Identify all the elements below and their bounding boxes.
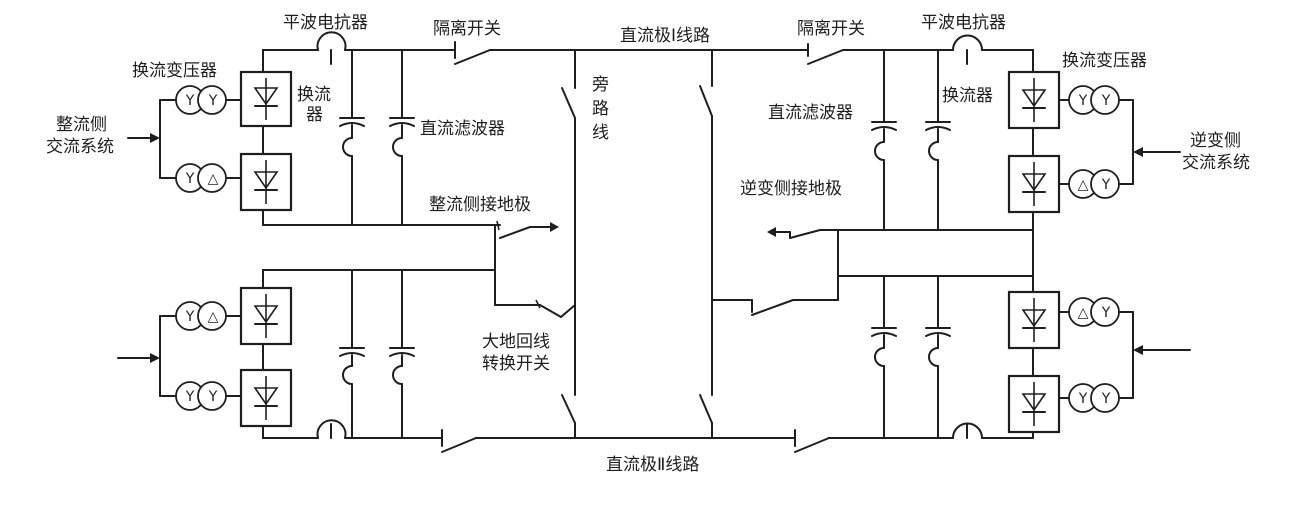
svg-text:Y: Y [1101, 177, 1111, 193]
label-rectifier-ac-2: 交流系统 [46, 137, 114, 157]
valve-right-1 [1007, 70, 1061, 130]
label-inverter-ac-1: 逆变侧 [1190, 131, 1241, 151]
transformer-right-1: Y Y [1068, 85, 1120, 115]
label-disconnect-switch-left: 隔离开关 [433, 19, 501, 39]
svg-text:Y: Y [1078, 93, 1088, 109]
label-mrtb-1: 大地回线 [482, 332, 550, 352]
label-rectifier-ground: 整流侧接地极 [429, 195, 531, 215]
transformer-right-4: Y Y [1068, 383, 1120, 413]
svg-text:Y: Y [1101, 305, 1111, 321]
label-smoothing-reactor-left: 平波电抗器 [283, 13, 368, 33]
smoothing-reactor-right-bottom [952, 422, 983, 439]
svg-text:△: △ [1078, 177, 1089, 193]
valve-right-3 [1007, 290, 1061, 350]
transformer-left-1: Y Y [175, 85, 227, 115]
svg-text:Y: Y [208, 93, 218, 109]
label-dc-filter-left: 直流滤波器 [420, 119, 505, 139]
rectifier-ac-bus-bottom [117, 315, 242, 397]
label-rectifier-ac-1: 整流侧 [56, 115, 107, 135]
disconnect-switch-right-bottom [794, 429, 830, 453]
disconnect-switch-left-top [454, 41, 491, 65]
smoothing-reactor-left-top [316, 31, 347, 65]
metallic-return-transfer-switch [535, 299, 562, 318]
label-disconnect-switch-right: 隔离开关 [797, 19, 865, 39]
svg-text:Y: Y [1078, 391, 1088, 407]
transformer-left-2: Y △ [175, 163, 227, 193]
dc-filter-right-bottom-a [871, 275, 897, 439]
dc-filter-right-top-b [925, 49, 951, 231]
svg-text:Y: Y [185, 93, 195, 109]
valve-left-1 [239, 70, 293, 128]
valve-left-2 [239, 152, 293, 212]
transformer-right-2: △ Y [1068, 169, 1120, 199]
label-converter-right: 换流器 [942, 86, 993, 106]
smoothing-reactor-right-top [952, 34, 983, 65]
label-inverter-ac-2: 交流系统 [1182, 153, 1250, 173]
label-bypass-2: 路 [592, 99, 609, 119]
svg-text:△: △ [1078, 305, 1089, 321]
label-dc-pole2-line: 直流极Ⅱ线路 [606, 455, 699, 475]
label-smoothing-reactor-right: 平波电抗器 [921, 13, 1006, 33]
transformer-left-4: Y Y [175, 381, 227, 411]
rectifier-ground-switch [494, 220, 559, 239]
label-bypass-3: 线 [592, 123, 609, 143]
rectifier-neutral-bus [262, 224, 541, 306]
svg-text:Y: Y [1101, 93, 1111, 109]
valve-right-2 [1007, 154, 1061, 214]
valve-left-3 [239, 286, 293, 346]
label-converter-transformer-right: 换流变压器 [1062, 51, 1147, 71]
label-dc-pole1-line: 直流极Ⅰ线路 [620, 26, 710, 46]
svg-text:Y: Y [185, 171, 195, 187]
svg-text:Y: Y [1101, 391, 1111, 407]
rectifier-ac-bus-top [127, 99, 242, 179]
inverter-neutral-switch [751, 299, 794, 316]
smoothing-reactor-left-bottom [316, 419, 347, 439]
dc-filter-left-bottom-b [389, 269, 415, 439]
disconnect-switch-right-top [807, 43, 844, 65]
disconnect-switch-left-bottom [441, 429, 477, 453]
dc-filter-left-top-b [389, 49, 415, 226]
label-converter-left-1: 换流 [297, 85, 331, 105]
dc-filter-right-bottom-b [925, 275, 951, 439]
bypass-line-right [699, 49, 753, 439]
svg-text:△: △ [208, 171, 219, 187]
valve-left-4 [239, 368, 293, 428]
dc-filter-left-top-a [339, 49, 365, 226]
svg-text:Y: Y [208, 389, 218, 405]
label-dc-filter-right: 直流滤波器 [768, 103, 853, 123]
inverter-ac-bus-bottom [1058, 311, 1191, 399]
label-mrtb-2: 转换开关 [482, 354, 550, 374]
inverter-ground-switch [767, 227, 839, 239]
dc-filter-left-bottom-a [339, 269, 365, 439]
bypass-line-left [560, 49, 576, 439]
svg-text:Y: Y [185, 309, 195, 325]
svg-text:Y: Y [185, 389, 195, 405]
transformer-right-3: △ Y [1068, 297, 1120, 327]
label-inverter-ground: 逆变侧接地极 [740, 179, 842, 199]
label-bypass-1: 旁 [592, 75, 609, 95]
label-converter-transformer-left: 换流变压器 [132, 61, 217, 81]
transformer-left-3: Y △ [175, 301, 227, 331]
valve-right-4 [1007, 374, 1061, 434]
inverter-neutral-bus [792, 229, 1034, 301]
inverter-ac-bus-top [1058, 99, 1181, 185]
dc-filter-right-top-a [871, 49, 897, 231]
label-converter-left-2: 器 [306, 105, 323, 125]
svg-text:△: △ [208, 309, 219, 325]
